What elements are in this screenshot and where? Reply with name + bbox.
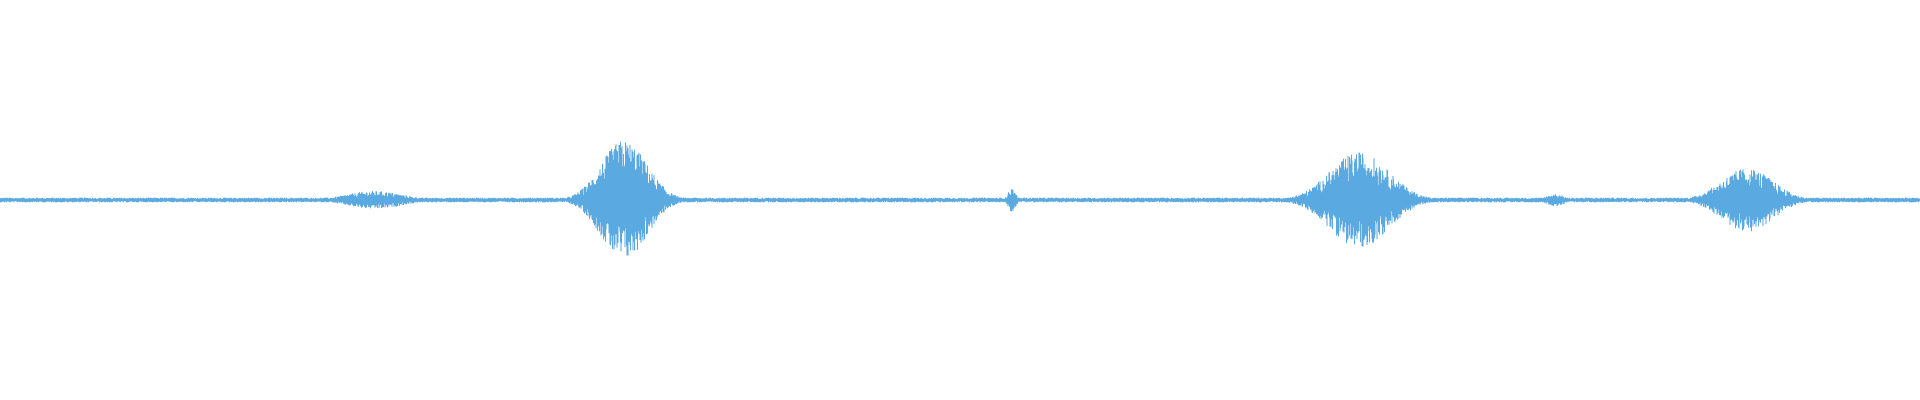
waveform-signal [0,141,1920,256]
